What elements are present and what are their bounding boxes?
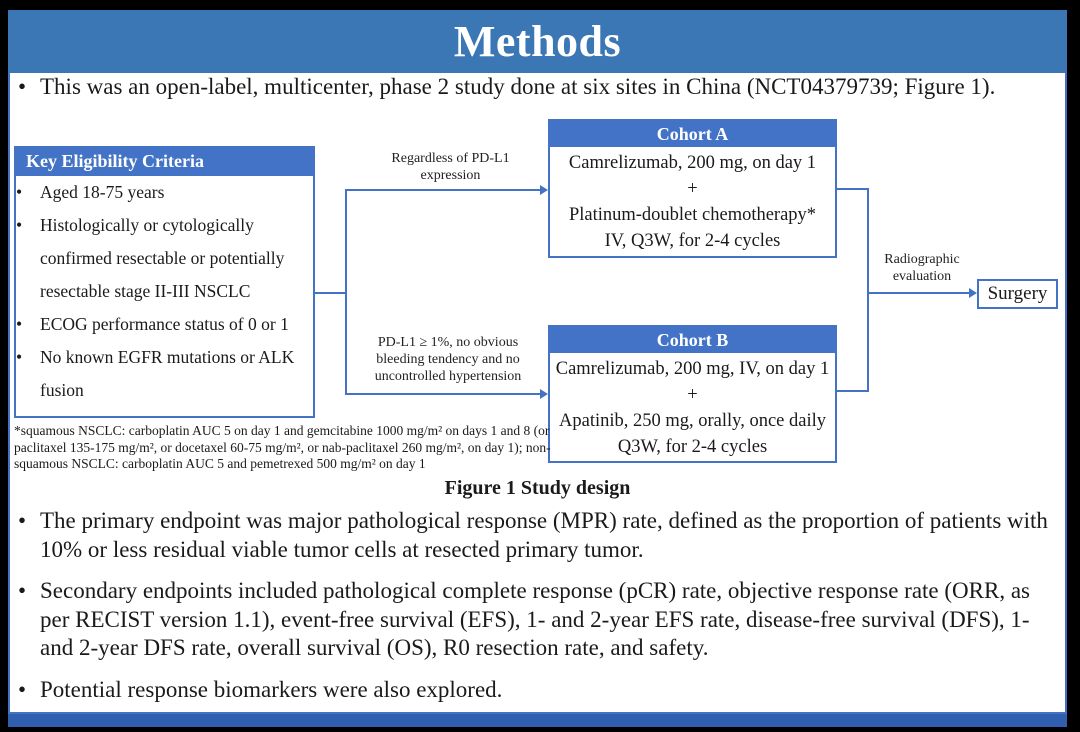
page-title: Methods [453, 17, 622, 66]
cohort-a-line: Camrelizumab, 200 mg, on day 1 [568, 153, 817, 173]
study-design-diagram: Key Eligibility Criteria Aged 18-75 year… [10, 103, 1065, 507]
eligibility-item: ECOG performance status of 0 or 1 [16, 308, 313, 341]
biomarker-bullet: Potential response biomarkers were also … [10, 676, 1065, 705]
slide-content: This was an open-label, multicenter, pha… [8, 73, 1067, 714]
branch-label-cohort-a: Regardless of PD-L1 expression [391, 151, 510, 183]
eligibility-item: Aged 18-75 years [16, 176, 313, 209]
cohort-a-line: Platinum-doublet chemotherapy* [568, 205, 817, 225]
eligibility-list: Aged 18-75 years Histologically or cytol… [16, 176, 313, 407]
intro-bullet-list: This was an open-label, multicenter, pha… [10, 73, 1065, 101]
radiographic-evaluation-label: Radiographic evaluation [884, 252, 960, 284]
cohort-b-line: Camrelizumab, 200 mg, IV, on day 1 [555, 359, 830, 379]
cohort-b-panel: Cohort B Camrelizumab, 200 mg, IV, on da… [548, 325, 837, 463]
figure-caption: Figure 1 Study design [444, 477, 631, 499]
connector-cohort-a-out [837, 188, 869, 190]
cohort-b-header: Cohort B [550, 327, 835, 353]
connector-branch-vertical [345, 189, 347, 395]
cohort-b-body: Camrelizumab, 200 mg, IV, on day 1 + Apa… [550, 353, 835, 460]
connector-to-cohort-b [345, 393, 540, 395]
arrowhead-cohort-b-icon [540, 389, 548, 399]
endpoint-bullet-list: The primary endpoint was major pathologi… [10, 507, 1065, 704]
arrowhead-cohort-a-icon [540, 185, 548, 195]
eligibility-panel-header: Key Eligibility Criteria [16, 148, 313, 176]
title-bar: Methods [8, 10, 1067, 73]
eligibility-item: Histologically or cytologically confirme… [16, 209, 313, 308]
cohort-b-line: + [687, 385, 698, 405]
connector-merge-vertical [867, 188, 869, 392]
eligibility-panel: Key Eligibility Criteria Aged 18-75 year… [14, 146, 315, 418]
eligibility-item: No known EGFR mutations or ALK fusion [16, 341, 313, 407]
slide: Methods This was an open-label, multicen… [8, 10, 1067, 727]
chemo-footnote: *squamous NSCLC: carboplatin AUC 5 on da… [14, 423, 551, 471]
cohort-a-line: + [687, 179, 698, 199]
branch-label-cohort-b: PD-L1 ≥ 1%, no obvious bleeding tendency… [374, 335, 522, 384]
cohort-b-line: Q3W, for 2-4 cycles [617, 437, 768, 457]
cohort-a-panel: Cohort A Camrelizumab, 200 mg, on day 1 … [548, 119, 837, 258]
bottom-accent-bar [8, 714, 1067, 727]
cohort-a-header: Cohort A [550, 121, 835, 147]
secondary-endpoint-bullet: Secondary endpoints included pathologica… [10, 577, 1065, 663]
connector-to-cohort-a [345, 189, 540, 191]
cohort-a-line: IV, Q3W, for 2-4 cycles [604, 231, 781, 251]
cohort-a-body: Camrelizumab, 200 mg, on day 1 + Platinu… [550, 147, 835, 254]
connector-cohort-b-out [837, 390, 869, 392]
connector-eligibility-out [315, 292, 347, 294]
connector-to-surgery [867, 292, 970, 294]
surgery-box: Surgery [977, 279, 1058, 309]
primary-endpoint-bullet: The primary endpoint was major pathologi… [10, 507, 1065, 564]
cohort-b-line: Apatinib, 250 mg, orally, once daily [559, 411, 826, 431]
intro-bullet: This was an open-label, multicenter, pha… [10, 73, 1065, 101]
arrowhead-surgery-icon [969, 288, 977, 298]
